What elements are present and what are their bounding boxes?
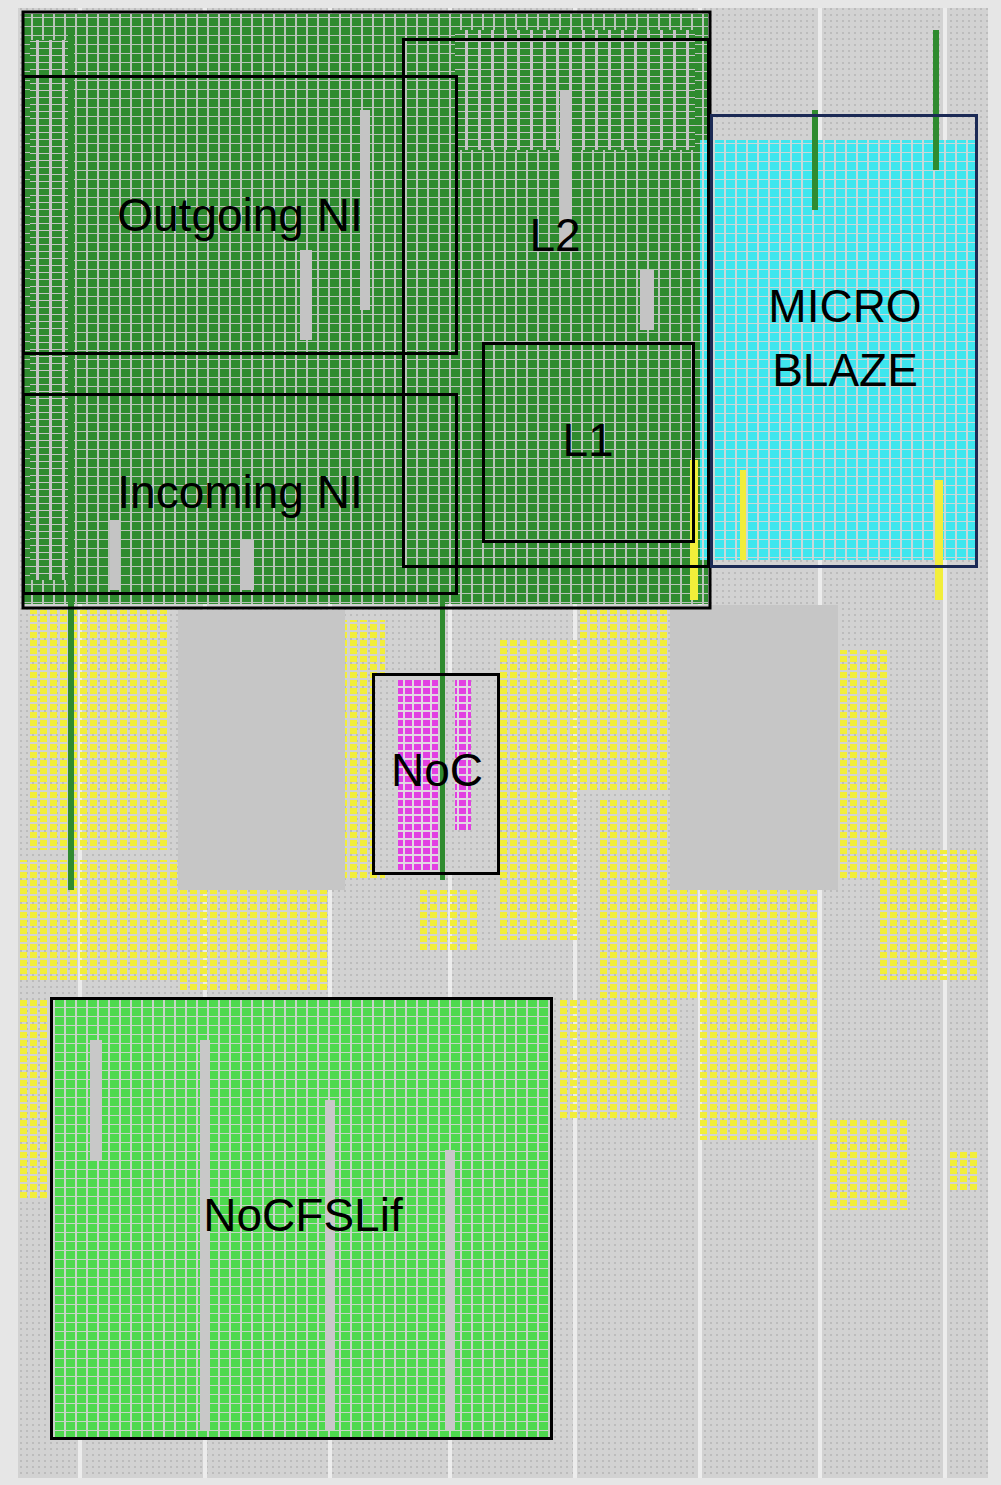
region-label: Incoming NI <box>117 460 362 524</box>
region-box: Outgoing NI <box>22 75 458 355</box>
region-box: L1 <box>482 342 695 543</box>
region-label: NoCFSLif <box>203 1183 402 1247</box>
region-outline <box>23 12 710 608</box>
region-label: L1 <box>562 408 613 472</box>
region-box: Incoming NI <box>22 393 458 595</box>
region-box: NoC <box>372 673 500 875</box>
region-box: MICRO BLAZE <box>710 114 978 568</box>
region-box: L1 L2 <box>402 38 710 568</box>
region-label: Outgoing NI <box>117 183 362 247</box>
region-label: NoC <box>391 738 483 802</box>
region-box: NoCFSLif <box>50 997 553 1440</box>
region-label: MICRO BLAZE <box>745 274 945 403</box>
region-label: L2 <box>529 203 580 267</box>
